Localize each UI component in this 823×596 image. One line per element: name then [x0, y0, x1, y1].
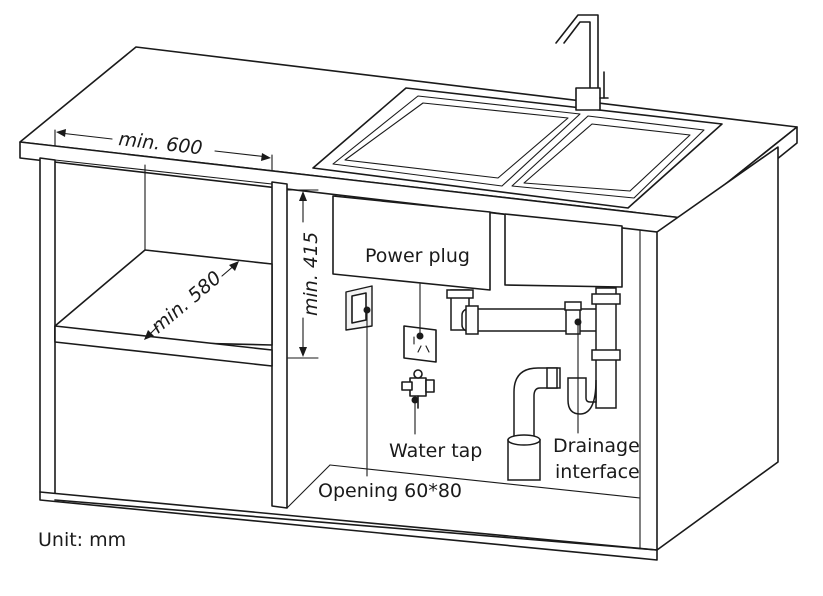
water-tap-label: Water tap: [389, 440, 482, 462]
cabinet-left-panel: [39, 157, 56, 501]
callout-leaders: [363, 283, 582, 477]
cabinet-side-panel: [656, 146, 779, 551]
height-dimension-label: min. 415: [300, 232, 322, 316]
dimension-lines: [54, 129, 319, 359]
power-plug-label: Power plug: [365, 245, 470, 267]
drainage-label-line1: Drainage: [553, 435, 640, 457]
unit-note: Unit: mm: [38, 529, 126, 551]
cabinet-base: [39, 491, 658, 561]
cabinet-divider: [271, 181, 288, 509]
sink: [312, 87, 723, 291]
power-socket-icon: [403, 325, 437, 363]
opening-label: Opening 60*80: [318, 480, 462, 502]
water-tap-icon: [401, 369, 435, 409]
drainage-label-line2: interface: [555, 461, 640, 483]
wall-opening: [345, 285, 373, 331]
drain-pipes: [446, 287, 621, 481]
faucet-icon: [555, 14, 609, 111]
